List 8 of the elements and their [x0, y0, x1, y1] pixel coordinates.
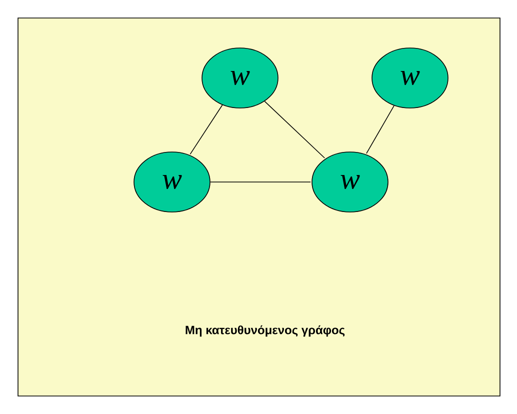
- edge-line: [264, 100, 326, 158]
- edge-line: [190, 104, 223, 155]
- edge-line: [366, 105, 394, 154]
- graph-node: w: [372, 48, 448, 108]
- graph-node: w: [202, 48, 278, 108]
- caption: Μη κατευθυνόμενος γράφος: [186, 325, 345, 337]
- graph-node: w: [134, 152, 210, 212]
- graph-node: w: [312, 152, 388, 212]
